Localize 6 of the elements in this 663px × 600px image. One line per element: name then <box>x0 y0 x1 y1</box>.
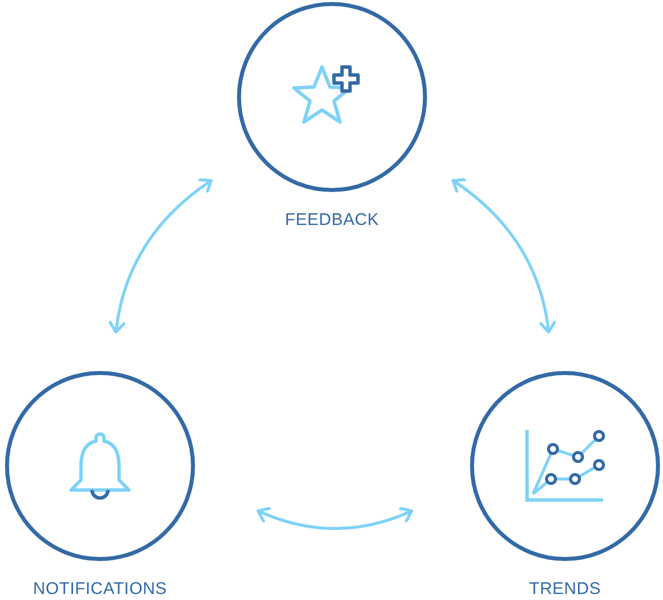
curved-double-arrow <box>256 506 414 530</box>
curved-double-arrow <box>452 178 556 334</box>
node-label: TRENDS <box>529 579 601 599</box>
node-label: FEEDBACK <box>284 210 380 230</box>
node-label: NOTIFICATIONS <box>33 579 167 599</box>
curved-double-arrow <box>108 178 213 334</box>
